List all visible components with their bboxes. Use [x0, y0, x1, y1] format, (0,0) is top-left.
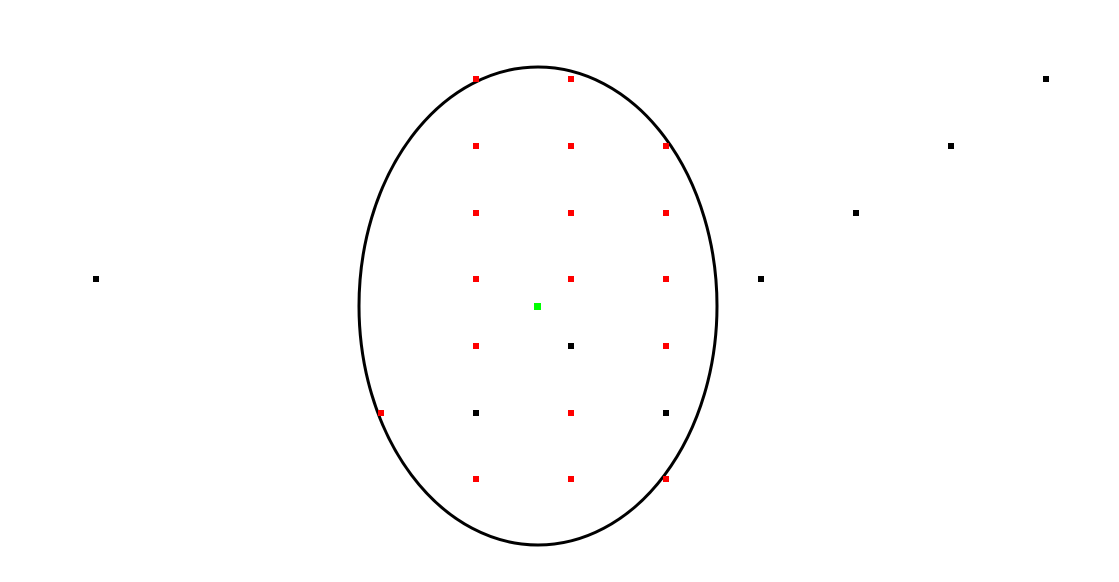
selected-point [663, 143, 669, 149]
selected-point [378, 410, 384, 416]
center-point [534, 303, 541, 310]
selected-point [663, 476, 669, 482]
unselected-point [473, 410, 479, 416]
selected-point [663, 343, 669, 349]
selected-point [663, 276, 669, 282]
selected-point [473, 143, 479, 149]
unselected-point [853, 210, 859, 216]
selected-point [568, 476, 574, 482]
unselected-point [568, 343, 574, 349]
selected-point [568, 143, 574, 149]
unselected-point [93, 276, 99, 282]
selected-point [663, 210, 669, 216]
selected-point [568, 76, 574, 82]
selected-point [473, 343, 479, 349]
selected-point [568, 410, 574, 416]
selected-point [473, 76, 479, 82]
unselected-point [758, 276, 764, 282]
selected-point [568, 276, 574, 282]
selected-point [473, 476, 479, 482]
unselected-point [1043, 76, 1049, 82]
selected-point [568, 210, 574, 216]
selected-point [473, 210, 479, 216]
selected-point [473, 276, 479, 282]
unselected-point [663, 410, 669, 416]
unselected-point [948, 143, 954, 149]
boundary-ellipse [357, 65, 719, 547]
points-layer [93, 76, 1049, 482]
